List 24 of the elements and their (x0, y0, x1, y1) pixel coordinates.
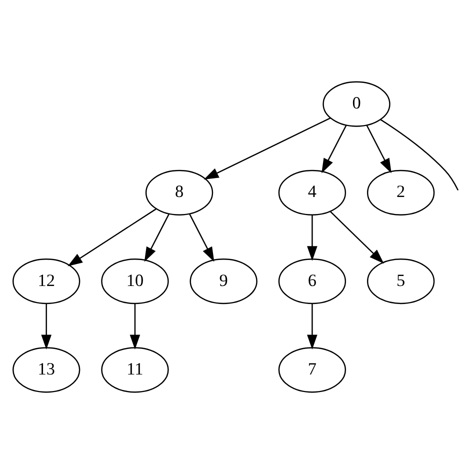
arrow (130, 304, 140, 350)
node-ellipse: 0 (322, 81, 390, 127)
arrow (366, 125, 392, 174)
node-ellipse: 5 (366, 258, 435, 304)
node-ellipse: 2 (366, 170, 435, 216)
arrow (144, 214, 170, 262)
node-ellipse: 12 (12, 258, 80, 304)
node-ellipse: 10 (101, 258, 169, 304)
node-ellipse: 4 (278, 170, 346, 216)
node-ellipse: 6 (278, 258, 346, 304)
arrow (41, 304, 52, 350)
arrow (204, 117, 331, 180)
node-ellipse: 13 (12, 347, 80, 393)
arrow (307, 304, 318, 350)
node-ellipse: 11 (101, 347, 169, 393)
arrow (322, 125, 347, 174)
arrow (189, 214, 214, 262)
node-ellipse: 8 (145, 170, 214, 216)
arrow (307, 215, 318, 261)
arrow (330, 210, 384, 264)
node-ellipse: 7 (278, 347, 346, 393)
connector (380, 119, 459, 190)
arrow (68, 208, 156, 266)
node-ellipse: 9 (190, 258, 258, 304)
